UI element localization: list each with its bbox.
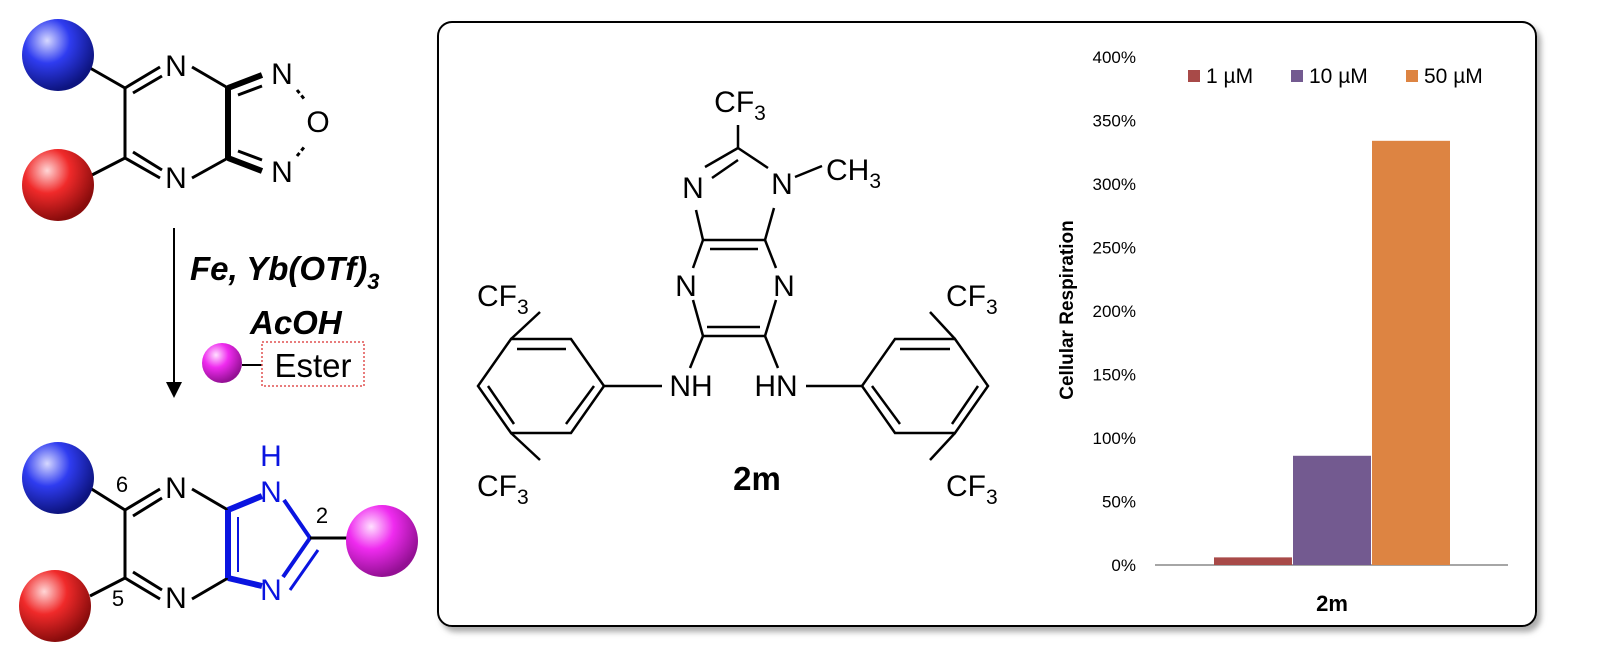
- red-substituent-ball: [22, 149, 94, 221]
- y-tick-label: 150%: [1093, 366, 1136, 385]
- atom-label: O: [306, 106, 329, 139]
- bars: [1214, 140, 1450, 565]
- y-tick-label: 400%: [1093, 48, 1136, 67]
- bar: [1293, 455, 1371, 565]
- cf3-label: CF3: [477, 280, 529, 319]
- compound-name: 2m: [733, 460, 781, 497]
- ester-box: [261, 341, 365, 387]
- respiration-bar-chart: 0% 50% 100% 150% 200% 250% 300% 350% 400% 1 µM 10…: [1057, 48, 1508, 616]
- blue-substituent-ball: [22, 19, 94, 91]
- cf3-label: CF3: [714, 86, 766, 125]
- starting-material: [89, 65, 307, 180]
- y-axis-label: Cellular Respiration: [1057, 220, 1078, 400]
- atom-label: N: [165, 50, 187, 83]
- atom-label: N: [682, 172, 704, 205]
- legend-swatch: [1406, 70, 1418, 82]
- atom-label: N: [260, 476, 282, 509]
- y-tick-label: 0%: [1111, 556, 1136, 575]
- bar: [1214, 557, 1292, 565]
- y-tick-label: 300%: [1093, 175, 1136, 194]
- ch3-label: CH3: [826, 154, 881, 193]
- y-tick-label: 50%: [1102, 493, 1136, 512]
- legend-label: 10 µM: [1309, 65, 1368, 88]
- reagent-line-1: Fe, Yb(OTf)3: [190, 250, 379, 294]
- atom-label: N: [675, 270, 697, 303]
- atom-label: N: [165, 472, 187, 505]
- atom-label: N: [165, 162, 187, 195]
- magenta-substituent-ball: [346, 505, 418, 577]
- blue-substituent-ball: [22, 442, 94, 514]
- atom-label: N: [271, 58, 293, 91]
- reagent-line-2: AcOH: [249, 304, 343, 341]
- legend-swatch: [1188, 70, 1200, 82]
- legend-label: 1 µM: [1206, 65, 1253, 88]
- y-tick-label: 200%: [1093, 302, 1136, 321]
- atom-label: N: [773, 270, 795, 303]
- legend-label: 50 µM: [1424, 65, 1483, 88]
- cf3-label: CF3: [946, 470, 998, 509]
- y-tick-label: 100%: [1093, 429, 1136, 448]
- atom-label: N: [260, 574, 282, 607]
- atom-label: N: [165, 582, 187, 615]
- position-label: 5: [112, 586, 124, 611]
- y-tick-label: 350%: [1093, 112, 1136, 131]
- position-label: 2: [316, 503, 328, 528]
- compound-2m-structure: [476, 125, 990, 461]
- reaction-arrow: [166, 228, 182, 398]
- position-label: 6: [116, 472, 128, 497]
- red-substituent-ball: [19, 570, 91, 642]
- y-tick-labels: 0% 50% 100% 150% 200% 250% 300% 350% 400%: [1093, 48, 1136, 575]
- ester-label: Ester: [274, 347, 351, 384]
- hn-label: HN: [754, 370, 797, 403]
- reaction-scheme: N N N O N Fe, Yb(OTf)3 AcOH Ester: [19, 19, 418, 642]
- cf3-label: CF3: [946, 280, 998, 319]
- legend-swatch: [1291, 70, 1303, 82]
- atom-label: N: [771, 168, 793, 201]
- compound-2m-labels: CF3 N N CH3 N N NH HN CF3 CF3 CF3 CF3 2m: [477, 86, 998, 509]
- imidazole-ring-highlight: [225, 493, 350, 591]
- y-tick-label: 250%: [1093, 239, 1136, 258]
- cf3-label: CF3: [477, 470, 529, 509]
- bar: [1372, 140, 1450, 565]
- x-category-label: 2m: [1316, 591, 1348, 616]
- magenta-ester-ball: [202, 343, 242, 383]
- atom-label: H: [260, 440, 282, 473]
- compound-panel: [437, 21, 1537, 627]
- legend: 1 µM 10 µM 50 µM: [1188, 65, 1483, 88]
- atom-label: N: [271, 156, 293, 189]
- nh-label: NH: [669, 370, 712, 403]
